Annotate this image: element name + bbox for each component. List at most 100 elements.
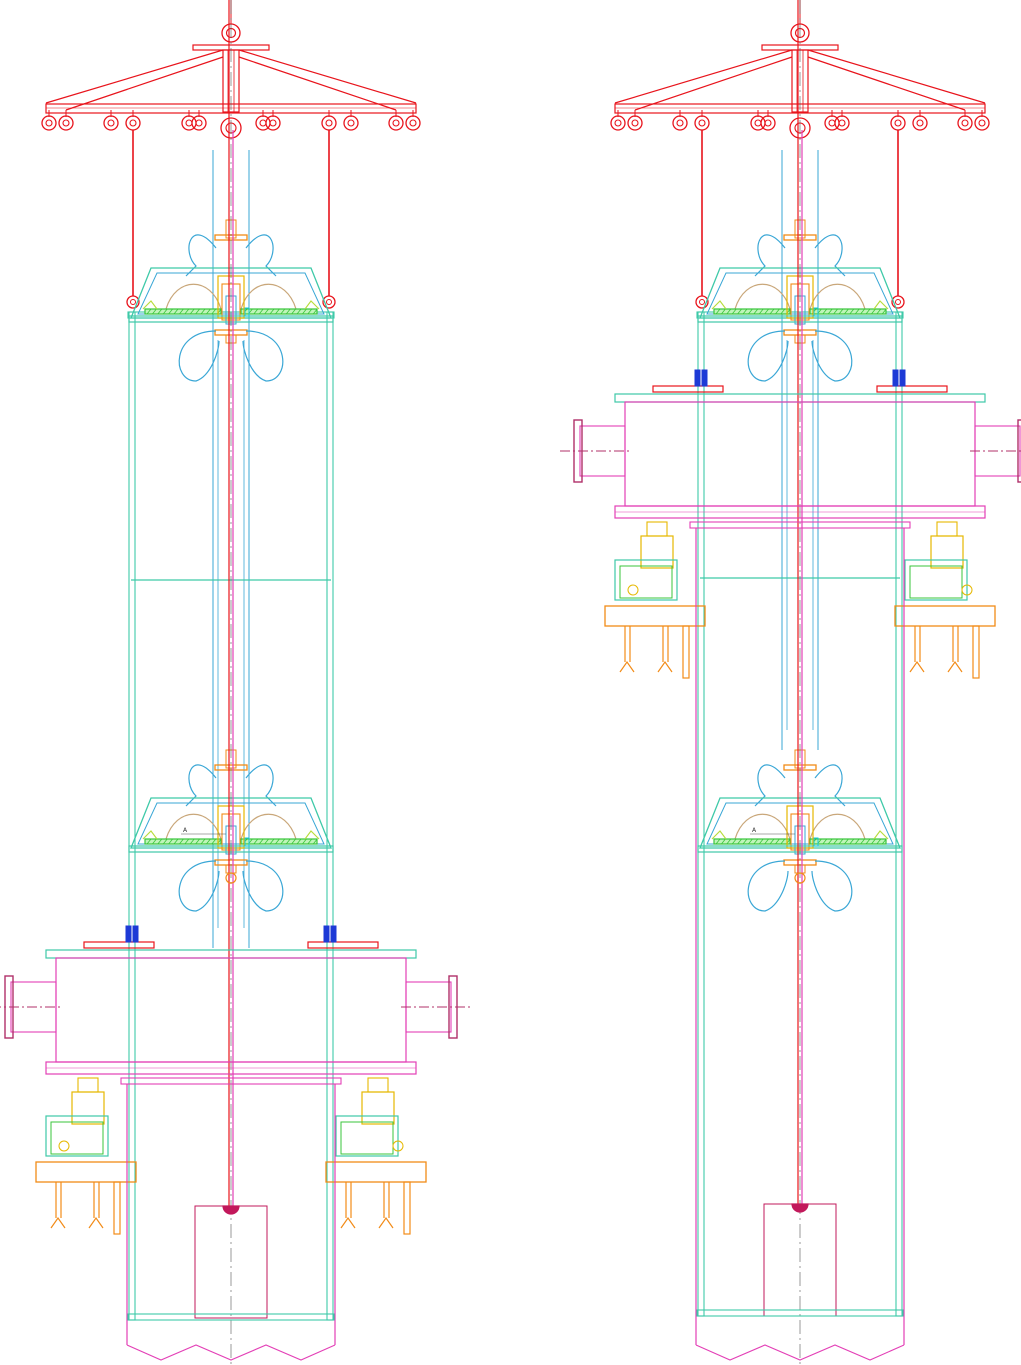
sensor-tab xyxy=(244,837,250,847)
clip-right xyxy=(304,300,320,310)
clip-right xyxy=(873,830,889,840)
hatch-left xyxy=(157,838,163,845)
lower-lobe-left xyxy=(747,860,789,912)
hanger-ring-inner xyxy=(764,119,772,127)
terminal-cap xyxy=(791,1203,809,1213)
brace-left-outer xyxy=(614,49,793,104)
upper-lobe-right xyxy=(814,234,846,277)
brace-left-inner xyxy=(65,56,224,111)
lower-lobe-right xyxy=(811,860,853,912)
hatch-right xyxy=(285,308,291,315)
hatch-left xyxy=(737,308,742,315)
hatch-left xyxy=(184,838,190,845)
terminal-cap xyxy=(222,1205,240,1215)
drop-hook-left-inner xyxy=(699,299,705,305)
upper-lobe-right xyxy=(245,764,277,807)
dome-shell-outer xyxy=(130,267,332,319)
hatch-left xyxy=(780,838,786,845)
hatch-left xyxy=(179,308,184,315)
drive-support-bracket xyxy=(894,521,996,679)
support-platform xyxy=(894,605,996,627)
hanger-ring xyxy=(890,115,906,131)
actuator-cap xyxy=(936,521,958,537)
hanger-ring-inner xyxy=(631,119,639,127)
hatch-left xyxy=(775,838,780,845)
hanger-ring-inner xyxy=(916,119,924,127)
bottom-rail xyxy=(127,1313,335,1321)
brace-right-outer xyxy=(238,49,417,104)
hatch-right xyxy=(854,838,860,845)
hatch-right xyxy=(291,308,296,315)
gear-wheel xyxy=(961,584,973,596)
hatch-right xyxy=(844,838,849,845)
port-flange-right xyxy=(1017,419,1021,483)
hanger-ring-inner xyxy=(129,119,137,127)
hatch-left xyxy=(726,838,732,845)
drop-hook-right xyxy=(891,295,905,309)
upper-lobe-left xyxy=(754,764,786,807)
hanger-ring xyxy=(125,115,141,131)
hatch-right xyxy=(881,838,887,845)
foot-a xyxy=(909,660,925,673)
inner-dome-right xyxy=(809,283,866,310)
hanger-ring xyxy=(343,115,359,131)
hatch-left xyxy=(742,838,748,845)
clamp-plate-left xyxy=(83,941,155,949)
hatch-right xyxy=(849,838,855,845)
hanger-ring xyxy=(834,115,850,131)
hatch-left xyxy=(753,308,759,315)
break-line xyxy=(126,1344,336,1361)
brace-left-inner xyxy=(634,56,793,111)
foot-a xyxy=(50,1216,66,1229)
hanger-ring xyxy=(760,115,776,131)
bottom-ball xyxy=(794,872,806,884)
gear-housing xyxy=(45,1115,109,1157)
hatch-right xyxy=(312,308,318,315)
hanger-ring-inner xyxy=(45,119,53,127)
drop-hook-left xyxy=(695,295,709,309)
foot-a xyxy=(619,660,635,673)
hanger-ring-inner xyxy=(978,119,986,127)
leg-c xyxy=(113,1181,121,1235)
hanger-ring-inner xyxy=(392,119,400,127)
hanger-ring xyxy=(388,115,404,131)
hatch-left xyxy=(769,308,775,315)
leg-c xyxy=(682,625,690,679)
hatch-right xyxy=(876,838,882,845)
hatch-left xyxy=(189,838,195,845)
upper-lobe-left xyxy=(185,764,217,807)
actuator-body xyxy=(71,1091,105,1125)
sensor-tab xyxy=(813,307,819,317)
column-left xyxy=(128,311,136,1321)
hatch-left xyxy=(162,308,168,315)
hatch-left xyxy=(152,308,157,315)
sensor-tab xyxy=(813,837,819,847)
gear-housing xyxy=(614,559,678,601)
inner-dome-right xyxy=(809,813,866,840)
hanger-ring-inner xyxy=(269,119,277,127)
hanger-ring xyxy=(58,115,74,131)
hatch-left xyxy=(168,838,173,845)
hanger-ring xyxy=(321,115,337,131)
hanger-ring-inner xyxy=(754,119,762,127)
hatch-left xyxy=(731,308,737,315)
blue-clamp-left-b xyxy=(132,925,139,943)
hanger-ring-inner xyxy=(894,119,902,127)
drive-support-bracket xyxy=(325,1077,427,1235)
actuator-body xyxy=(930,535,964,569)
actuator-cap xyxy=(367,1077,389,1093)
dome-shell-inner xyxy=(137,272,325,315)
hatch-left xyxy=(195,308,200,315)
bottom-rail xyxy=(696,1309,904,1317)
hatch-right xyxy=(269,838,275,845)
upper-lobe-right xyxy=(814,764,846,807)
hatch-left xyxy=(195,838,200,845)
foot-b xyxy=(88,1216,104,1229)
lower-housing-cap xyxy=(120,1077,342,1085)
dome-shell-inner xyxy=(706,272,894,315)
foot-a xyxy=(340,1216,356,1229)
hatch-right xyxy=(871,308,876,315)
drop-hook-right xyxy=(322,295,336,309)
blue-clamp-left-a xyxy=(694,369,701,387)
